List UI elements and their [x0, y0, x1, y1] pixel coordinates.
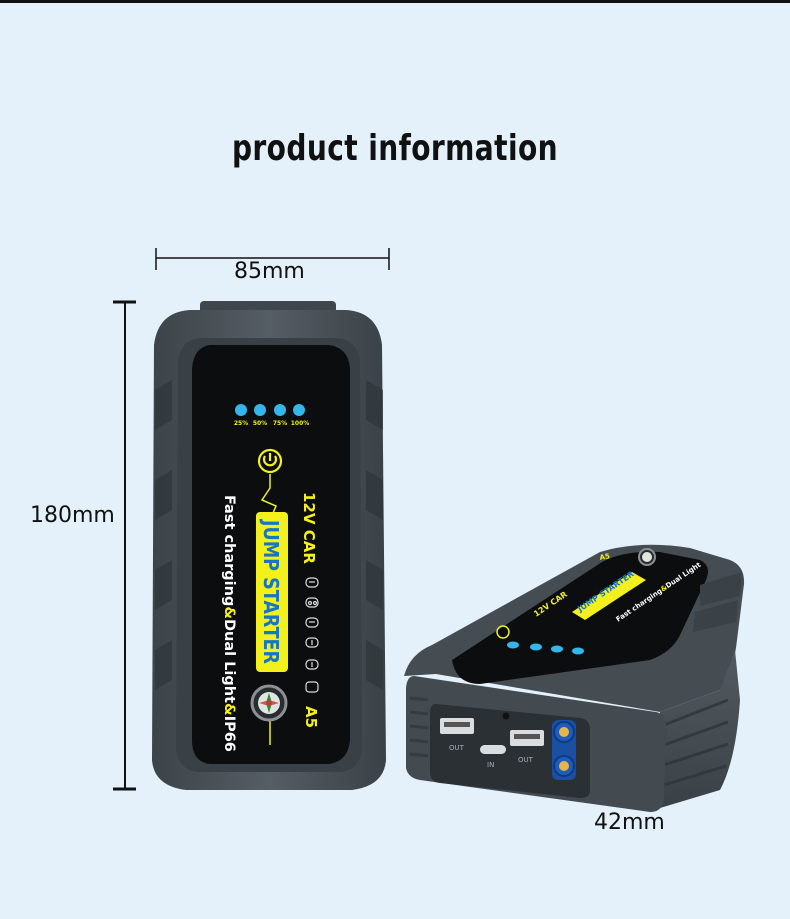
led-label-25: 25% — [234, 420, 248, 427]
led-label-75: 75% — [273, 420, 287, 427]
voltage-label: 12V CAR — [300, 492, 318, 564]
led-label-50: 50% — [253, 420, 267, 427]
product-name: JUMP STARTER — [259, 518, 283, 664]
angled-device: JUMP STARTER 12V CAR A5 Fast charging&Du… — [404, 544, 745, 812]
power-icon — [257, 448, 283, 474]
height-dimension-line — [113, 300, 136, 791]
top-border — [0, 0, 790, 3]
port-label-in: IN — [487, 761, 494, 769]
feature-dual-light: Dual Light — [221, 619, 237, 703]
angled-model-label: A5 — [599, 552, 611, 562]
flashlight-icon — [305, 577, 319, 588]
page-title: product information — [231, 128, 559, 169]
battery-icon — [305, 617, 319, 628]
front-device: 25% 50% 75% 100% JUMP STARTER 12V CAR — [152, 301, 386, 790]
port-icon — [305, 681, 319, 693]
model-label: A5 — [302, 706, 320, 728]
usb-c-in-port — [480, 745, 506, 754]
width-dimension-line — [155, 248, 390, 270]
height-dimension-label: 180mm — [30, 503, 115, 528]
width-dimension-label: 85mm — [234, 259, 305, 284]
usb-icon — [305, 659, 319, 670]
light-icon — [305, 637, 319, 648]
port-label-out-1: OUT — [449, 744, 465, 752]
angled-compass-icon — [638, 548, 656, 566]
angled-led-indicators — [507, 641, 584, 655]
feature-ip66: IP66 — [221, 716, 237, 752]
compass-icon — [250, 684, 288, 722]
led-label-100: 100% — [291, 420, 310, 427]
angled-face-panel — [452, 551, 708, 684]
battery-led-indicators — [235, 404, 305, 416]
angled-power-icon — [496, 625, 510, 639]
feature-fast-charging: Fast charging — [221, 495, 237, 606]
function-icons — [305, 577, 319, 693]
clamp-terminals — [552, 720, 576, 780]
car-icon — [305, 597, 319, 608]
port-label-out-2: OUT — [518, 756, 534, 764]
feature-amp-1: & — [221, 606, 237, 619]
depth-dimension-label: 42mm — [594, 810, 665, 835]
product-name-box — [256, 512, 288, 672]
features-text: Fast charging&Dual Light&IP66 — [221, 495, 237, 752]
feature-amp-2: & — [221, 703, 237, 716]
